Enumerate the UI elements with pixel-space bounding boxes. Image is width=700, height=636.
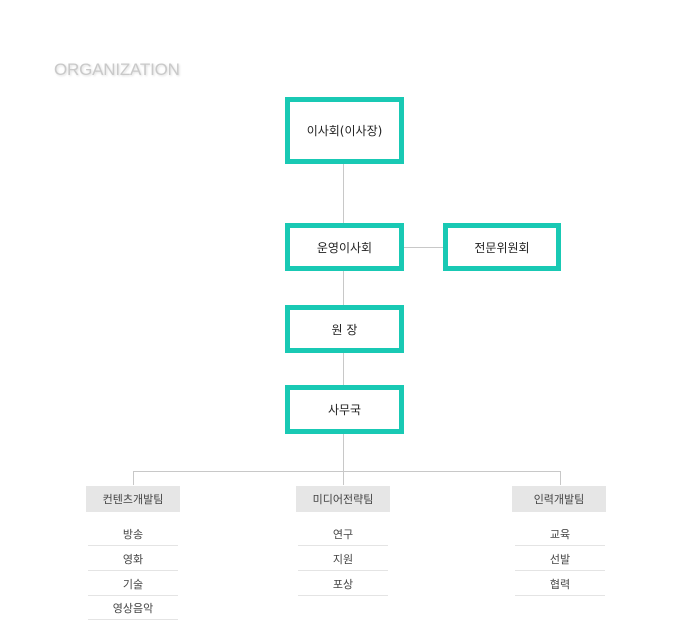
list-item-label: 방송 <box>122 527 144 541</box>
team-media-strategy[interactable]: 미디어전략팀 <box>296 486 390 512</box>
operating-board-label: 운영이사회 <box>316 240 373 255</box>
connector-board-operating <box>343 163 344 224</box>
connector-team-2 <box>343 471 344 485</box>
list-item-label: 교육 <box>549 527 571 541</box>
list-item[interactable]: 지원 <box>298 547 388 571</box>
secretariat-label: 사무국 <box>327 403 362 417</box>
board-label: 이사회(이사장) <box>306 124 383 138</box>
secretariat-node[interactable]: 사무국 <box>285 385 404 434</box>
connector-operating-expert <box>403 247 444 248</box>
list-item[interactable]: 교육 <box>515 522 605 546</box>
list-item[interactable]: 협력 <box>515 572 605 596</box>
team-contents-dev[interactable]: 컨텐츠개발팀 <box>86 486 180 512</box>
director-label: 원 장 <box>331 322 358 337</box>
director-node[interactable]: 원 장 <box>285 305 404 353</box>
list-item-label: 협력 <box>549 577 571 591</box>
list-item-label: 포상 <box>332 577 354 591</box>
section-title: ORGANIZATION <box>54 60 180 79</box>
expert-committee-label: 전문위원회 <box>474 240 530 255</box>
team-label: 미디어전략팀 <box>312 493 374 506</box>
list-item[interactable]: 방송 <box>88 522 178 546</box>
board-node[interactable]: 이사회(이사장) <box>285 97 404 164</box>
connector-team-3 <box>560 471 561 485</box>
connector-operating-director <box>343 270 344 306</box>
list-item[interactable]: 영상음악 <box>88 596 178 620</box>
team-hr-dev[interactable]: 인력개발팀 <box>512 486 606 512</box>
expert-committee-node[interactable]: 전문위원회 <box>443 223 561 271</box>
list-item[interactable]: 선발 <box>515 547 605 571</box>
list-item[interactable]: 연구 <box>298 522 388 546</box>
list-item[interactable]: 기술 <box>88 572 178 596</box>
connector-director-secretariat <box>343 352 344 386</box>
list-item-label: 영상음악 <box>112 601 154 615</box>
team-label: 인력개발팀 <box>533 493 585 506</box>
team-label: 컨텐츠개발팀 <box>102 493 164 506</box>
list-item[interactable]: 포상 <box>298 572 388 596</box>
list-item[interactable]: 영화 <box>88 547 178 571</box>
list-item-label: 지원 <box>332 552 354 566</box>
connector-secretariat-teams <box>343 433 344 471</box>
list-item-label: 기술 <box>122 577 144 591</box>
list-item-label: 선발 <box>549 552 571 566</box>
connector-teams-horizontal <box>133 471 561 472</box>
connector-team-1 <box>133 471 134 485</box>
list-item-label: 영화 <box>122 552 144 566</box>
operating-board-node[interactable]: 운영이사회 <box>285 223 404 271</box>
list-item-label: 연구 <box>332 527 354 541</box>
